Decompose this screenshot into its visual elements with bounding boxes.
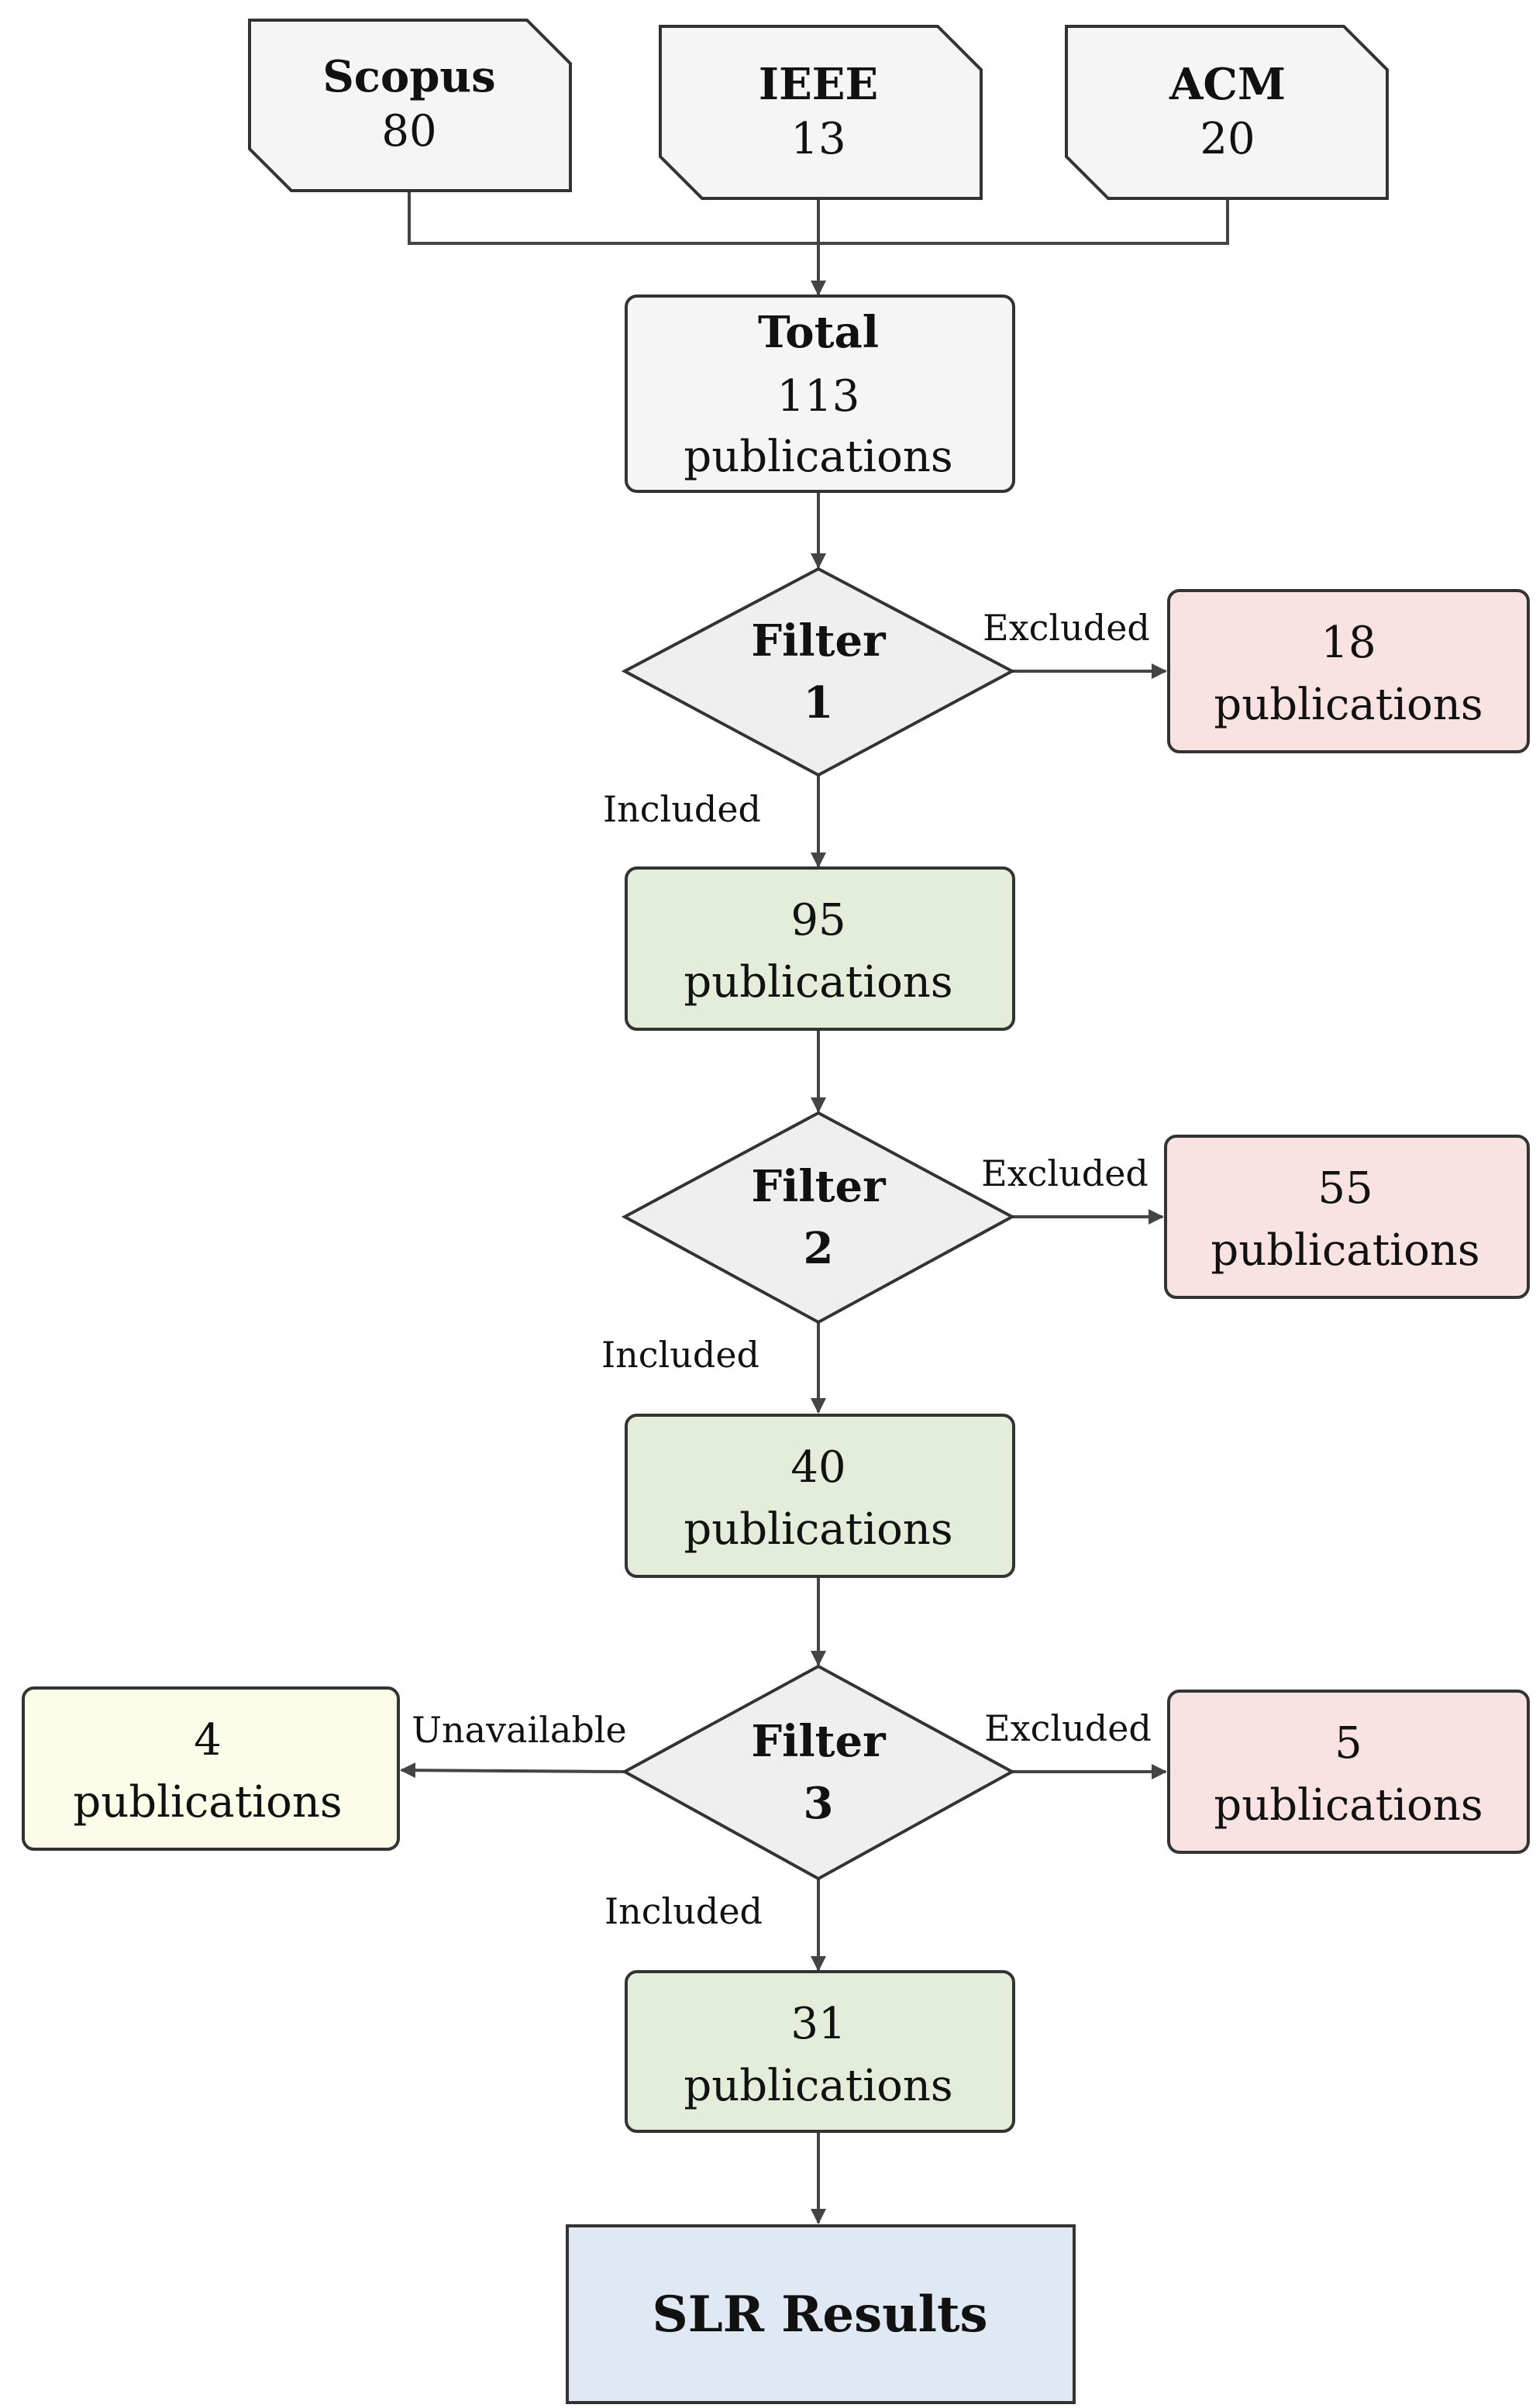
filter-number: 1: [804, 677, 834, 729]
included-count: 31: [790, 1999, 845, 2049]
total-unit: publications: [684, 432, 952, 482]
filter-2-diamond: [621, 1111, 1016, 1325]
filter-label: Filter: [751, 1161, 887, 1212]
results-box: [566, 2224, 1076, 2404]
filter-3-diamond: [621, 1664, 1016, 1881]
ieee-card-shape: [659, 25, 983, 200]
filter-1-diamond: [621, 567, 1016, 777]
results-title: SLR Results: [652, 2286, 987, 2344]
source-name: IEEE: [759, 59, 878, 110]
included-count: 40: [790, 1442, 845, 1493]
source-count: 20: [1200, 114, 1255, 164]
excluded-count: 18: [1321, 618, 1376, 668]
included-node-2: 40 publications: [625, 1414, 1015, 1578]
slr-results-node: SLR Results: [566, 2224, 1076, 2404]
total-node: Total 113 publications: [625, 295, 1015, 493]
included-unit: publications: [684, 1504, 952, 1555]
filter-label: Filter: [751, 615, 887, 667]
excluded-box: [1167, 589, 1530, 753]
excluded-node-3: 5 publications: [1167, 1690, 1530, 1854]
included-unit: publications: [684, 2061, 952, 2111]
acm-card-shape: [1065, 25, 1389, 200]
filter-1-included-label: Included: [603, 788, 761, 830]
unavailable-node: 4 publications: [22, 1686, 400, 1851]
filter-3-decision: Filter 3: [621, 1664, 1016, 1881]
unavailable-unit: publications: [73, 1777, 342, 1828]
source-count: 13: [790, 114, 845, 164]
filter3-unavailable-arrow: [400, 1762, 625, 1779]
filter-1-excluded-label: Excluded: [983, 607, 1150, 649]
filter-3-included-label: Included: [604, 1890, 763, 1932]
unavailable-box: [22, 1686, 400, 1851]
excluded-unit: publications: [1214, 1780, 1483, 1831]
source-node-scopus: Scopus 80: [248, 19, 572, 192]
excluded-count: 5: [1335, 1718, 1362, 1769]
included-count: 95: [790, 895, 845, 946]
filter-2-decision: Filter 2: [621, 1111, 1016, 1325]
filter-number: 2: [804, 1223, 834, 1274]
source-node-ieee: IEEE 13: [659, 25, 983, 200]
filter-number: 3: [804, 1778, 834, 1829]
included-box: [625, 1414, 1015, 1578]
included-box: [625, 866, 1015, 1031]
total-count: 113: [777, 371, 860, 422]
filter-2-excluded-label: Excluded: [981, 1152, 1149, 1194]
scopus-connector: [408, 191, 818, 245]
excluded-node-2: 55 publications: [1164, 1135, 1530, 1299]
connectors: [400, 191, 1229, 2224]
included-node-3: 31 publications: [625, 1970, 1015, 2133]
included-unit: publications: [684, 957, 952, 1008]
filter-1-decision: Filter 1: [621, 567, 1016, 777]
filter-2-included-label: Included: [601, 1334, 759, 1376]
excluded-count: 55: [1317, 1163, 1372, 1214]
excluded-unit: publications: [1214, 680, 1483, 730]
total-title: Total: [758, 307, 879, 358]
source-name: ACM: [1169, 59, 1286, 110]
total-box: [625, 295, 1015, 493]
excluded-node-1: 18 publications: [1167, 589, 1530, 753]
excluded-unit: publications: [1211, 1225, 1479, 1276]
filter-3-unavailable-label: Unavailable: [412, 1709, 626, 1751]
source-count: 80: [381, 106, 436, 157]
included-box: [625, 1970, 1015, 2133]
source-name: Scopus: [322, 51, 495, 102]
filter-label: Filter: [751, 1716, 887, 1767]
scopus-card-shape: [248, 19, 572, 192]
acm-connector: [818, 198, 1229, 245]
source-node-acm: ACM 20: [1065, 25, 1389, 200]
excluded-box: [1167, 1690, 1530, 1854]
filter-3-excluded-label: Excluded: [984, 1707, 1152, 1749]
unavailable-count: 4: [194, 1715, 222, 1766]
excluded-box: [1164, 1135, 1530, 1299]
included-node-1: 95 publications: [625, 866, 1015, 1031]
